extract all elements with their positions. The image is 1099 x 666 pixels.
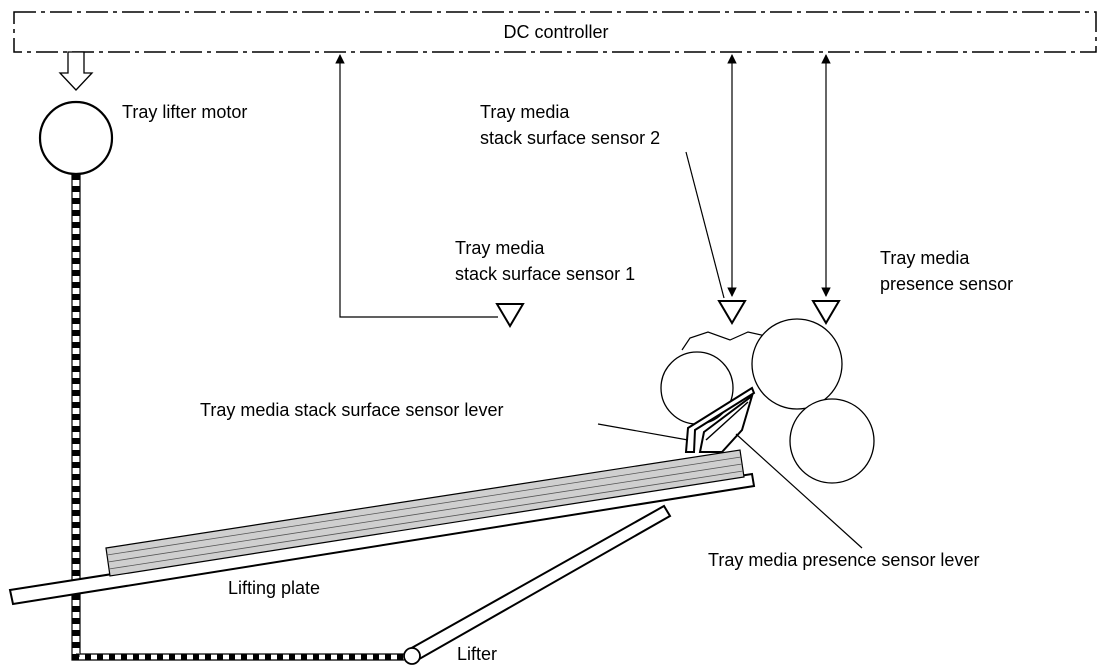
dc-controller-label: DC controller [503, 22, 608, 42]
presence-lever-inner [705, 401, 749, 441]
media-stack-sheets [106, 456, 744, 570]
stack-surface-lever-leader [597, 423, 689, 441]
sensor2-label-line1: Tray media [480, 102, 570, 122]
sensor2-leader [685, 151, 725, 299]
lifter-label: Lifter [457, 644, 497, 664]
motor-drive-arrow [58, 51, 94, 91]
tray-lifter-motor-label: Tray lifter motor [122, 102, 247, 122]
sensor1-label-line2: stack surface sensor 1 [455, 264, 635, 284]
stack-surface-sensor-lever [684, 386, 756, 453]
sensor1-label-line1: Tray media [455, 238, 545, 258]
lifting-plate [8, 472, 756, 606]
drive-belt-pattern [72, 174, 404, 661]
sensor1-signal-line [335, 54, 498, 318]
presence-sensor-label-line2: presence sensor [880, 274, 1013, 294]
presence-sensor-label-line1: Tray media [880, 248, 970, 268]
presence-lever-label: Tray media presence sensor lever [708, 550, 979, 570]
sensor2-label-line2: stack surface sensor 2 [480, 128, 660, 148]
stack-surface-lever-label: Tray media stack surface sensor lever [200, 400, 503, 420]
separation-roller [789, 398, 875, 484]
tray-lifter-motor [38, 100, 114, 176]
stack-surface-sensor-2 [717, 300, 747, 325]
feed-roller [751, 318, 843, 410]
dc-controller-box [13, 11, 1097, 53]
lifting-plate-label: Lifting plate [228, 578, 320, 598]
lifter-pivot [403, 647, 421, 665]
presence-sensor [811, 300, 841, 325]
stack-surface-sensor-1 [495, 303, 525, 328]
presence-lever-leader [735, 433, 863, 549]
